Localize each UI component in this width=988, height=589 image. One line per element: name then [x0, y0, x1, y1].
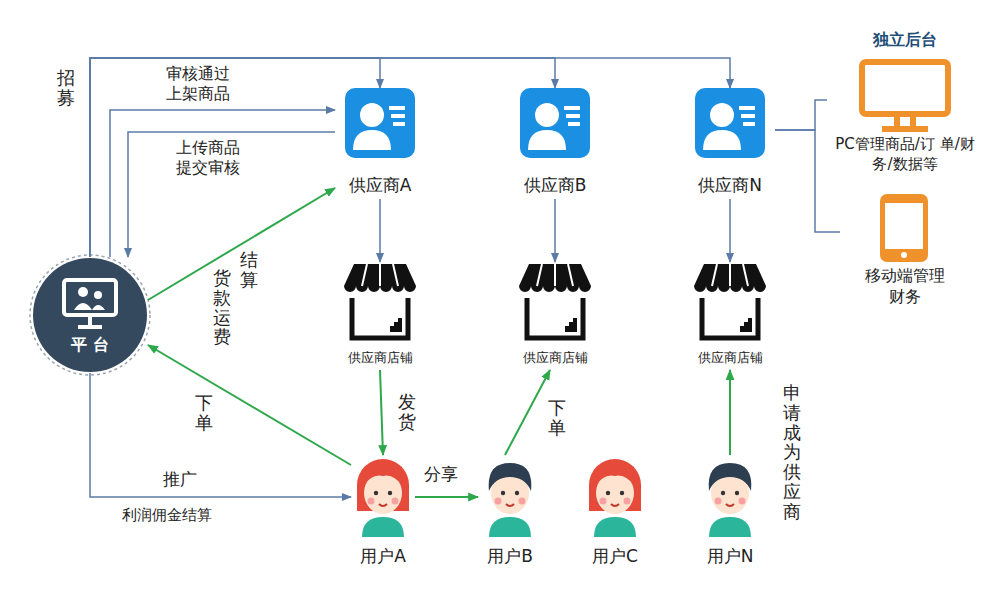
connector [729, 370, 731, 455]
node-text: 用户N [707, 545, 754, 567]
supplier-icon [695, 88, 765, 158]
supplier-node: 供应商A [335, 88, 425, 199]
edge-label: 上传商品 提交审核 [176, 138, 248, 178]
phone-icon [880, 194, 928, 262]
node-text: 用户C [592, 545, 638, 567]
connector [148, 345, 351, 465]
connector [90, 58, 730, 257]
edge-label: 推广 [163, 469, 197, 490]
note-label: 结算 [240, 250, 258, 290]
user-icon [709, 463, 752, 537]
node-text: 供应商A [349, 174, 412, 196]
connector [775, 100, 827, 130]
connector [415, 496, 478, 498]
node-text: 移动端管理 财务 [860, 266, 950, 308]
node-text: 供应商N [698, 174, 762, 196]
node-text: 平 台 [71, 335, 109, 356]
connector [90, 58, 555, 257]
connector [554, 199, 556, 262]
backend-pc-node: 独立后台 PC管理商品/订 单/财务/数据等 [827, 30, 983, 180]
pc-icon [862, 62, 948, 129]
edge-label: 下单 [548, 398, 566, 438]
user-icon [489, 463, 532, 537]
supplier-icon [345, 88, 415, 158]
node-text: 用户A [360, 545, 406, 567]
store-node: 供应商店铺 [510, 262, 600, 370]
edge-label: 招募 [57, 68, 75, 108]
supplier-node: 供应商N [685, 88, 775, 199]
user-node: 用户A [351, 455, 415, 570]
connector [775, 130, 840, 232]
edge-label: 分享 [424, 464, 458, 485]
connector [128, 132, 335, 257]
node-text: 供应商店铺 [698, 350, 763, 367]
connector [90, 373, 351, 497]
node-text: 用户B [487, 545, 533, 567]
store-icon [344, 264, 416, 338]
supplier-node: 供应商B [510, 88, 600, 199]
node-text: 供应商店铺 [523, 350, 588, 367]
connector [148, 188, 335, 300]
edge-label: 下单 [195, 393, 213, 433]
connector [110, 110, 335, 257]
edge-label: 发货 [398, 392, 416, 432]
connector [729, 199, 731, 262]
store-node: 供应商店铺 [335, 262, 425, 370]
user-node: 用户C [583, 455, 647, 570]
platform-circle [30, 255, 150, 375]
store-node: 供应商店铺 [685, 262, 775, 370]
user-icon [357, 459, 409, 537]
connector [505, 370, 550, 455]
connector [379, 199, 381, 262]
edge-label: 货款运费 [213, 268, 231, 347]
platform-node: 平 台 [32, 257, 148, 373]
store-icon [519, 264, 591, 338]
edge-label: 审核通过 上架商品 [166, 64, 238, 104]
note-label: 利润佣金结算 [122, 506, 212, 525]
edge-label: 申请成为供应商 [783, 383, 801, 522]
node-text: 独立后台 [873, 30, 937, 51]
connector [90, 58, 380, 257]
store-icon [694, 264, 766, 338]
backend-mobile-node: 移动端管理 财务 [840, 192, 970, 310]
supplier-icon [520, 88, 590, 158]
user-node: 用户B [478, 455, 542, 570]
node-text: PC管理商品/订 单/财务/数据等 [830, 135, 980, 174]
user-icon [589, 459, 641, 537]
connector [380, 370, 383, 455]
node-text: 供应商B [524, 174, 587, 196]
node-text: 供应商店铺 [348, 350, 413, 367]
user-node: 用户N [698, 455, 762, 570]
